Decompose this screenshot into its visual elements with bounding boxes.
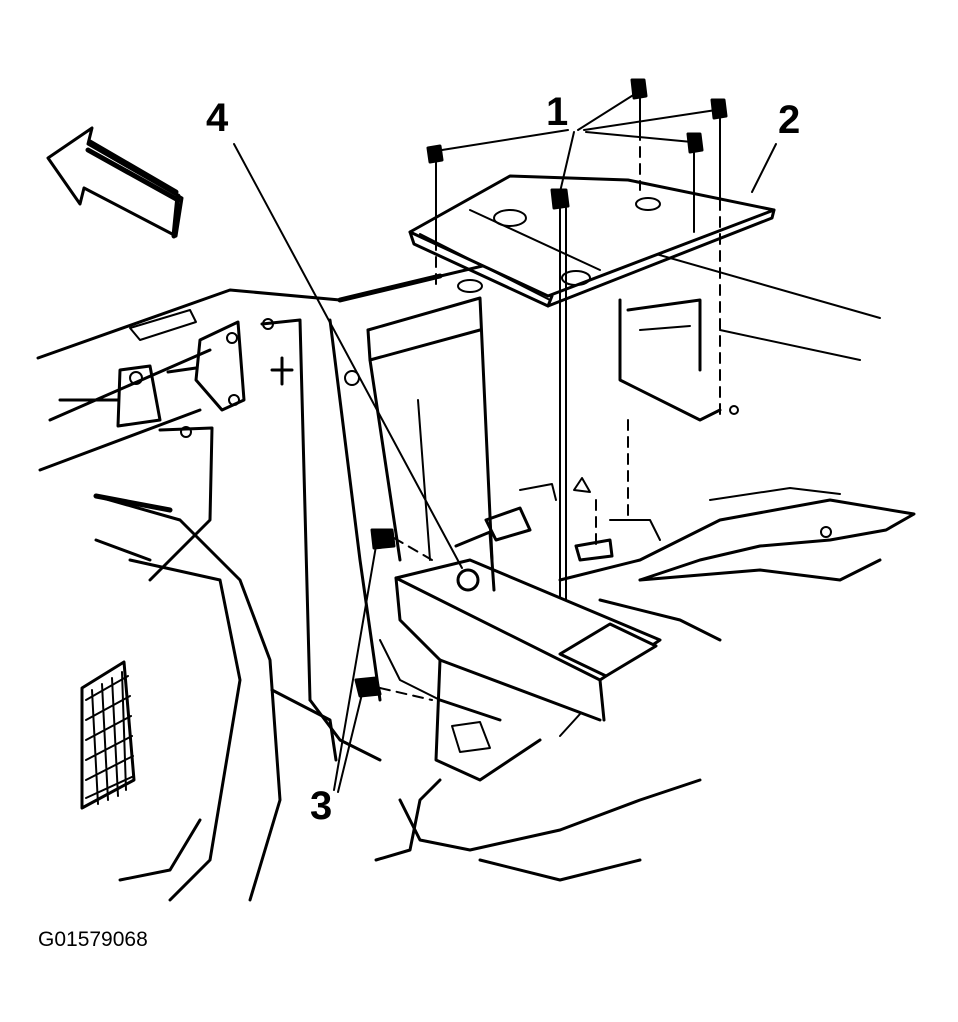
side-fasteners (354, 528, 433, 701)
callout-4: 4 (206, 96, 229, 140)
upper-bracket-plate (408, 174, 776, 422)
figure-id: G01579068 (38, 928, 148, 951)
left-inner-fender (93, 426, 282, 902)
callout-2: 2 (778, 98, 801, 142)
right-fender (558, 487, 916, 642)
center-support (260, 296, 494, 702)
bolts (426, 78, 728, 641)
left-bracket (58, 320, 246, 428)
callout-1: 1 (546, 90, 569, 134)
lower-crossmember (394, 477, 662, 782)
upper-tie-bar (36, 236, 881, 472)
direction-arrow-icon (46, 126, 184, 239)
grille-mesh (80, 660, 136, 810)
lower-fascia (118, 639, 702, 882)
callout-3: 3 (310, 784, 333, 828)
leader-lines (233, 91, 777, 793)
